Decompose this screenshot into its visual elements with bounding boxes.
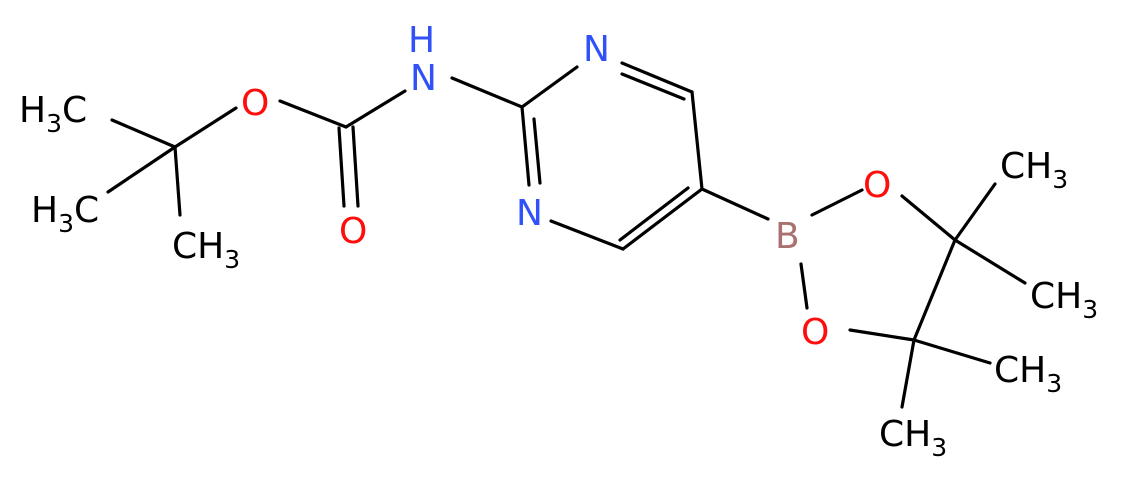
bond xyxy=(549,219,625,251)
bond xyxy=(450,76,524,109)
methyl-label: CH3 xyxy=(879,414,947,462)
amine-nitrogen: N xyxy=(410,58,437,99)
methyl-label: H3C xyxy=(31,190,99,238)
bond xyxy=(953,238,1027,285)
ring-nitrogen-bottom: N xyxy=(516,193,543,234)
bond xyxy=(520,105,531,187)
bond xyxy=(810,188,864,217)
bond xyxy=(520,65,579,109)
bond xyxy=(900,338,916,409)
bond xyxy=(799,262,809,310)
boronate-oxygen-top: O xyxy=(863,165,891,206)
methyl-label: CH3 xyxy=(1000,146,1068,194)
bond xyxy=(344,89,407,129)
methyl-label: CH3 xyxy=(1030,276,1098,324)
bond xyxy=(690,90,704,191)
bond xyxy=(912,338,992,365)
bond xyxy=(173,106,238,149)
ring-nitrogen-top: N xyxy=(583,29,610,70)
bond xyxy=(337,126,346,208)
bond xyxy=(620,72,686,101)
amine-label: H xyxy=(408,20,435,61)
bond xyxy=(953,182,997,242)
bond xyxy=(620,61,694,94)
carbamate-oxygen: O xyxy=(241,83,269,124)
boronate-oxygen-bottom: O xyxy=(801,312,829,353)
bond xyxy=(700,187,770,221)
methyl-label: H3C xyxy=(19,90,87,138)
bond xyxy=(278,99,348,129)
bond xyxy=(173,145,182,217)
methyl-label: CH3 xyxy=(994,350,1062,398)
bond xyxy=(912,238,957,342)
bond xyxy=(618,186,690,242)
methyl-label: CH3 xyxy=(172,226,240,274)
carbonyl-oxygen: O xyxy=(339,211,367,252)
bond xyxy=(351,125,360,208)
bond xyxy=(106,145,177,194)
bond xyxy=(110,118,177,149)
boron-atom: B xyxy=(775,216,800,257)
bond xyxy=(900,194,957,242)
bond xyxy=(848,328,916,342)
bond xyxy=(621,187,704,251)
bond xyxy=(532,117,542,185)
